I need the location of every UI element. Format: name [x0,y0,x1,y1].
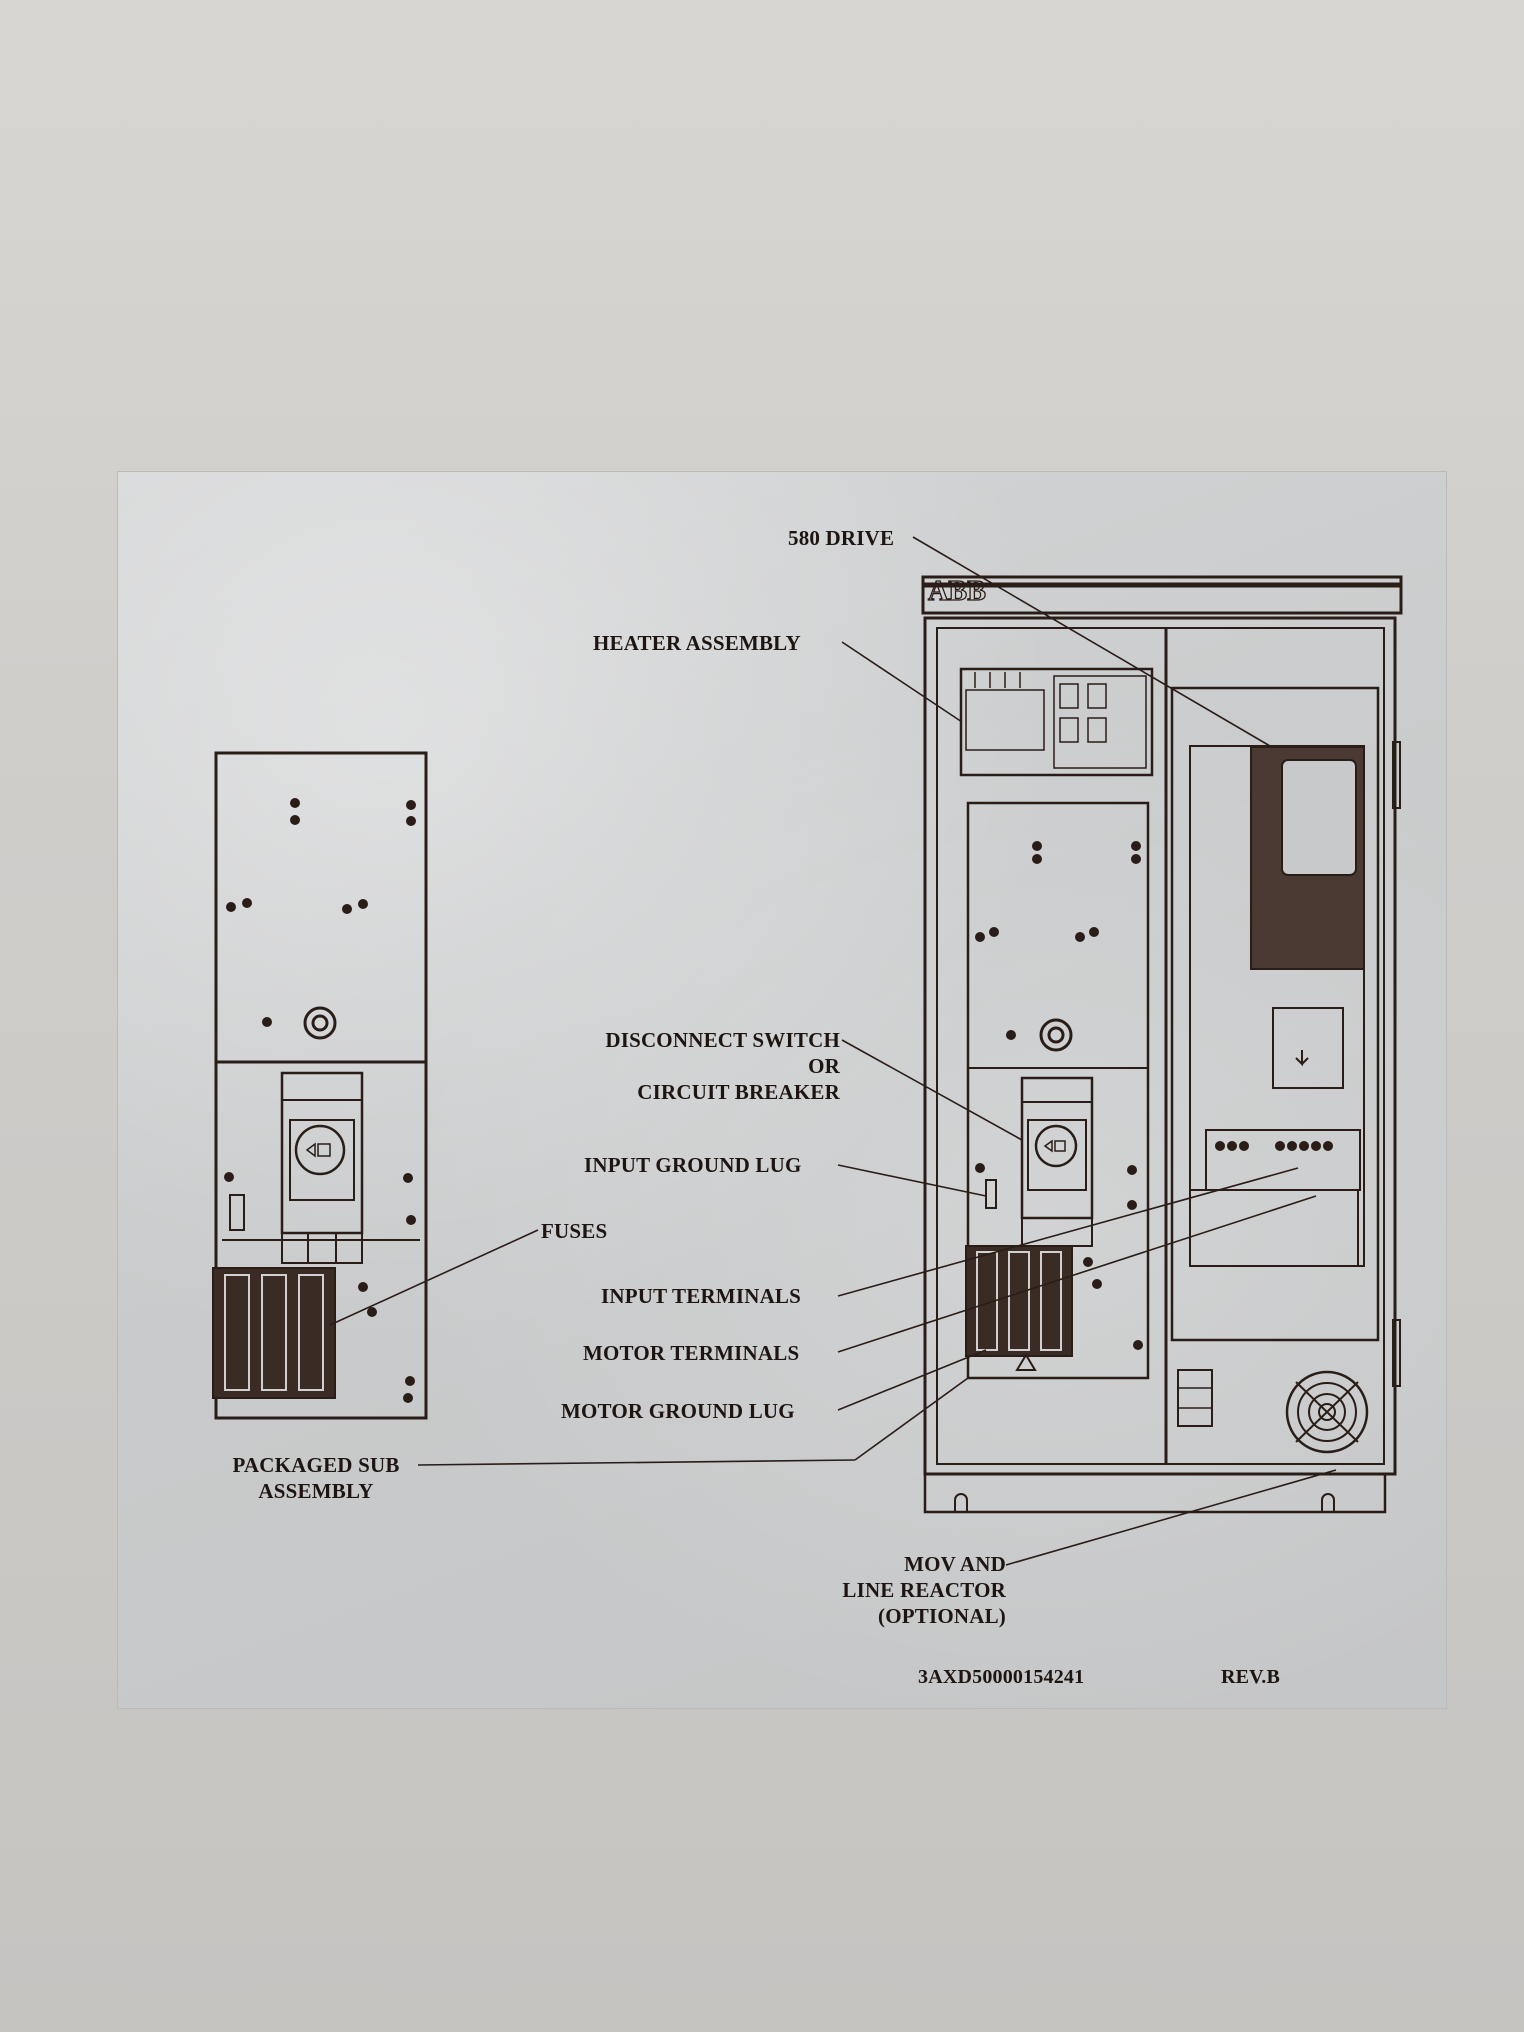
abb-logo: ABB [927,575,987,607]
label-input-terminals: INPUT TERMINALS [601,1284,802,1308]
revision-label: REV.B [1221,1666,1280,1688]
enclosure-580-drive-drawing [921,575,1403,1514]
packaged-sub-assembly-drawing [212,751,428,1420]
label-mov-line3: (OPTIONAL) [878,1604,1006,1628]
label-motor-terminals: MOTOR TERMINALS [583,1341,800,1365]
leader-lines [329,536,1337,1566]
label-disconnect-line1: DISCONNECT SWITCH [605,1028,840,1052]
label-disconnect-line3: CIRCUIT BREAKER [637,1080,840,1104]
label-packaged-sub-line2: ASSEMBLY [258,1479,374,1503]
label-fuses: FUSES [541,1219,608,1243]
label-disconnect-switch: DISCONNECT SWITCH OR CIRCUIT BREAKER [560,1027,840,1105]
label-580-drive: 580 DRIVE [788,526,895,550]
label-packaged-sub-assembly: PACKAGED SUB ASSEMBLY [210,1452,422,1504]
document-number: 3AXD50000154241 [918,1666,1085,1688]
diagram-sheet [118,472,1446,1708]
label-packaged-sub-line1: PACKAGED SUB [232,1453,400,1477]
label-mov-line1: MOV AND [904,1552,1006,1576]
label-disconnect-line2: OR [808,1054,840,1078]
label-input-ground-lug: INPUT GROUND LUG [584,1153,802,1177]
label-mov-line-reactor: MOV AND LINE REACTOR (OPTIONAL) [780,1551,1006,1629]
label-mov-line2: LINE REACTOR [842,1578,1006,1602]
label-heater-assembly: HEATER ASSEMBLY [593,631,801,655]
label-motor-ground-lug: MOTOR GROUND LUG [561,1399,795,1423]
